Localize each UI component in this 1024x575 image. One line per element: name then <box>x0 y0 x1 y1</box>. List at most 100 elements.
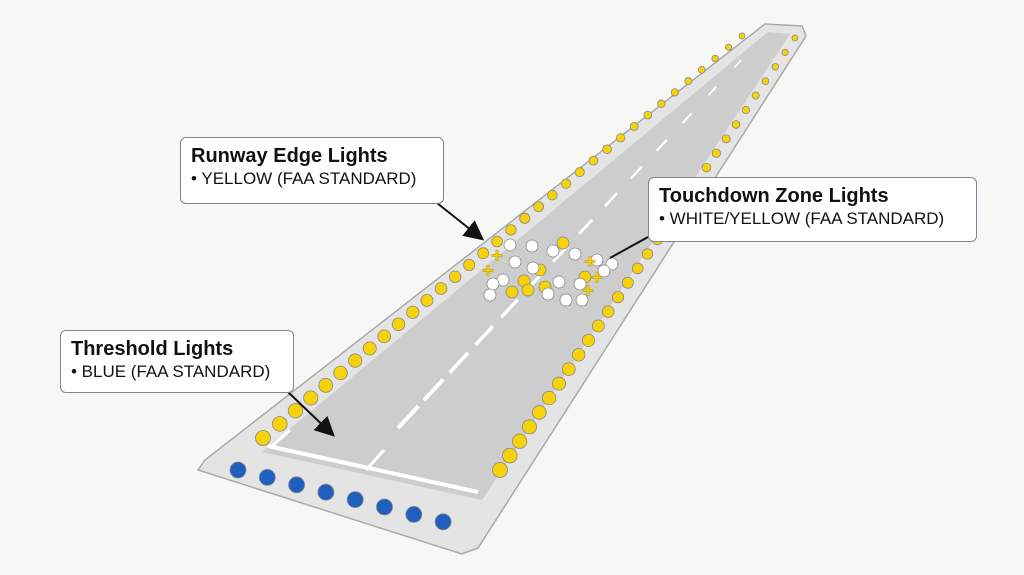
edge-light <box>420 293 434 307</box>
centerline-dash <box>707 86 718 97</box>
edge-light <box>697 65 706 74</box>
edge-light <box>571 348 586 362</box>
threshold-light <box>317 483 335 501</box>
edge-light <box>303 390 319 406</box>
edge-light <box>781 48 789 56</box>
touchdown-light <box>552 275 566 289</box>
edge-light <box>362 341 377 356</box>
edge-light <box>532 405 547 420</box>
edge-light <box>333 365 348 381</box>
edge-light <box>491 235 503 248</box>
edge-light <box>560 178 572 189</box>
touchdown-light <box>556 236 570 250</box>
edge-light <box>533 201 544 213</box>
threshold-bar <box>267 444 479 494</box>
edge-light <box>721 134 731 144</box>
threshold-light <box>434 513 452 531</box>
edge-light <box>761 77 770 86</box>
edge-light <box>631 262 644 275</box>
edge-light <box>611 291 625 304</box>
threshold-light <box>376 498 393 516</box>
touchdown-light <box>505 285 519 299</box>
touchdown-cross-light: + <box>482 260 494 282</box>
edge-light <box>502 447 518 464</box>
threshold-center <box>364 448 386 472</box>
edge-light <box>711 148 721 158</box>
callout-title: Touchdown Zone Lights <box>659 185 889 207</box>
touchdown-cross-light: + <box>582 280 594 302</box>
centerline-dash <box>577 218 594 235</box>
edge-light <box>738 32 746 40</box>
edge-light <box>255 430 271 446</box>
centerline-dash <box>500 298 519 319</box>
edge-light <box>463 258 476 272</box>
edge-light <box>601 305 615 318</box>
edge-light <box>287 403 304 419</box>
centerline-dash <box>629 165 643 180</box>
edge-light <box>519 212 531 224</box>
callout-detail: • WHITE/YELLOW (FAA STANDARD) <box>659 209 945 228</box>
centerline-dash <box>655 139 668 152</box>
edge-light <box>477 247 490 260</box>
callout-detail: • YELLOW (FAA STANDARD) <box>191 169 417 188</box>
edge-light <box>391 317 406 331</box>
edge-light <box>272 416 288 432</box>
edge-light <box>621 276 634 289</box>
edge-arrow <box>436 202 485 241</box>
edge-light <box>505 224 517 236</box>
centerline-dash <box>733 59 742 69</box>
threshold-light <box>229 461 247 479</box>
threshold-light <box>346 491 364 509</box>
threshold-callout: Threshold Lights • BLUE (FAA STANDARD) <box>60 330 294 393</box>
threshold-light <box>288 476 306 494</box>
edge-light <box>591 319 605 333</box>
edge-light <box>629 121 639 131</box>
touchdown-leader <box>609 236 649 259</box>
callout-title: Runway Edge Lights <box>191 145 388 167</box>
edge-light <box>377 329 392 344</box>
edge-light <box>434 282 448 295</box>
runway-edge-callout: Runway Edge Lights • YELLOW (FAA STANDAR… <box>180 137 444 204</box>
edge-light <box>492 462 508 478</box>
edge-light <box>552 376 567 391</box>
touchdown-light <box>546 244 560 258</box>
callout-detail: • BLUE (FAA STANDARD) <box>71 362 271 381</box>
threshold-light <box>405 506 423 523</box>
edge-light <box>588 155 599 166</box>
threshold-line <box>268 428 292 450</box>
edge-light <box>791 34 799 42</box>
edge-light <box>741 105 750 115</box>
edge-light <box>711 54 719 63</box>
edge-light <box>602 144 612 154</box>
centerline-dash <box>422 378 445 402</box>
edge-light <box>542 390 557 406</box>
edge-light <box>657 99 666 108</box>
edge-light <box>616 133 626 143</box>
touchdown-light <box>483 288 497 302</box>
touchdown-light <box>508 255 522 269</box>
touchdown-light <box>526 261 540 275</box>
touchdown-light <box>590 253 604 267</box>
edge-light <box>348 353 363 368</box>
edge-light <box>547 189 558 201</box>
touchdown-cross-light: + <box>591 267 603 289</box>
threshold-light <box>258 468 276 486</box>
touchdown-light <box>597 264 611 278</box>
edge-light <box>771 63 780 71</box>
edge-light <box>684 77 693 85</box>
edge-light <box>561 362 576 377</box>
edge-light <box>641 248 654 260</box>
touchdown-cross-light: + <box>491 245 503 267</box>
centerline-dash <box>396 404 420 430</box>
centerline-dash <box>603 192 619 208</box>
centerline-dash <box>474 325 495 347</box>
edge-light <box>318 377 334 393</box>
touchdown-light <box>559 293 573 307</box>
touchdown-light <box>575 293 589 307</box>
edge-light <box>581 333 596 347</box>
edge-light <box>448 270 462 283</box>
threshold-arrow <box>287 391 335 437</box>
edge-light <box>731 120 741 129</box>
touchdown-zone-callout: Touchdown Zone Lights • WHITE/YELLOW (FA… <box>648 177 977 242</box>
